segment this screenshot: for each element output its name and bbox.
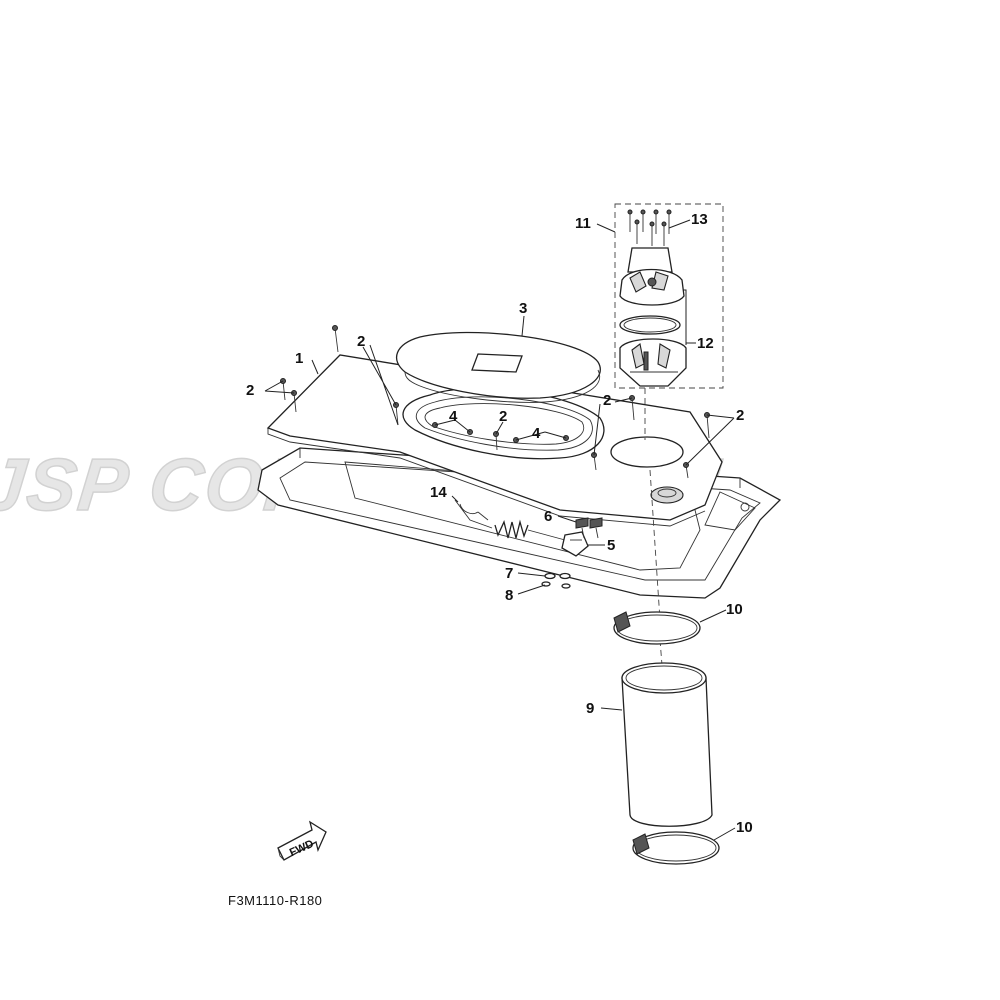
callout-2-upper: 2	[357, 333, 365, 350]
leader-lines	[264, 219, 736, 841]
callout-numbers: 1 2 2 2 2 2 3 4 4 5 6 7 8 9 10 10 11 12 …	[246, 211, 753, 836]
part-8-nuts	[541, 581, 571, 589]
part-5-latch	[561, 531, 589, 557]
callout-7: 7	[505, 565, 513, 582]
callout-6: 6	[544, 508, 552, 525]
callout-10-lower: 10	[736, 819, 753, 836]
callout-4-right: 4	[532, 425, 541, 442]
part-9-tube	[621, 662, 713, 827]
callout-11: 11	[575, 215, 591, 232]
callout-2-far-right: 2	[736, 407, 744, 424]
callout-4-left: 4	[449, 408, 458, 425]
callout-2-center: 2	[499, 408, 507, 425]
part-10-lower-clamp	[632, 831, 720, 865]
part-3-hatch-cover	[395, 331, 601, 403]
part-14-latch-spring	[454, 499, 566, 541]
callout-5: 5	[607, 537, 615, 554]
callout-3: 3	[519, 300, 527, 317]
callout-1: 1	[295, 350, 303, 367]
callout-2-right: 2	[603, 392, 611, 409]
callout-8: 8	[505, 587, 513, 604]
part-11-vent-assembly	[614, 203, 724, 389]
part-6-bolts	[575, 517, 603, 539]
figure-code: F3M1110-R180	[228, 893, 322, 908]
callout-14: 14	[430, 484, 447, 501]
fwd-arrow-icon: FWD	[277, 820, 327, 861]
callout-2-left: 2	[246, 382, 254, 399]
part-13-screws	[627, 209, 672, 246]
callout-10-upper: 10	[726, 601, 743, 618]
part-10-upper-clamp	[613, 611, 701, 645]
part-7-washers	[544, 572, 571, 580]
callout-9: 9	[586, 700, 594, 717]
callout-12: 12	[697, 335, 714, 352]
callout-13: 13	[691, 211, 708, 228]
